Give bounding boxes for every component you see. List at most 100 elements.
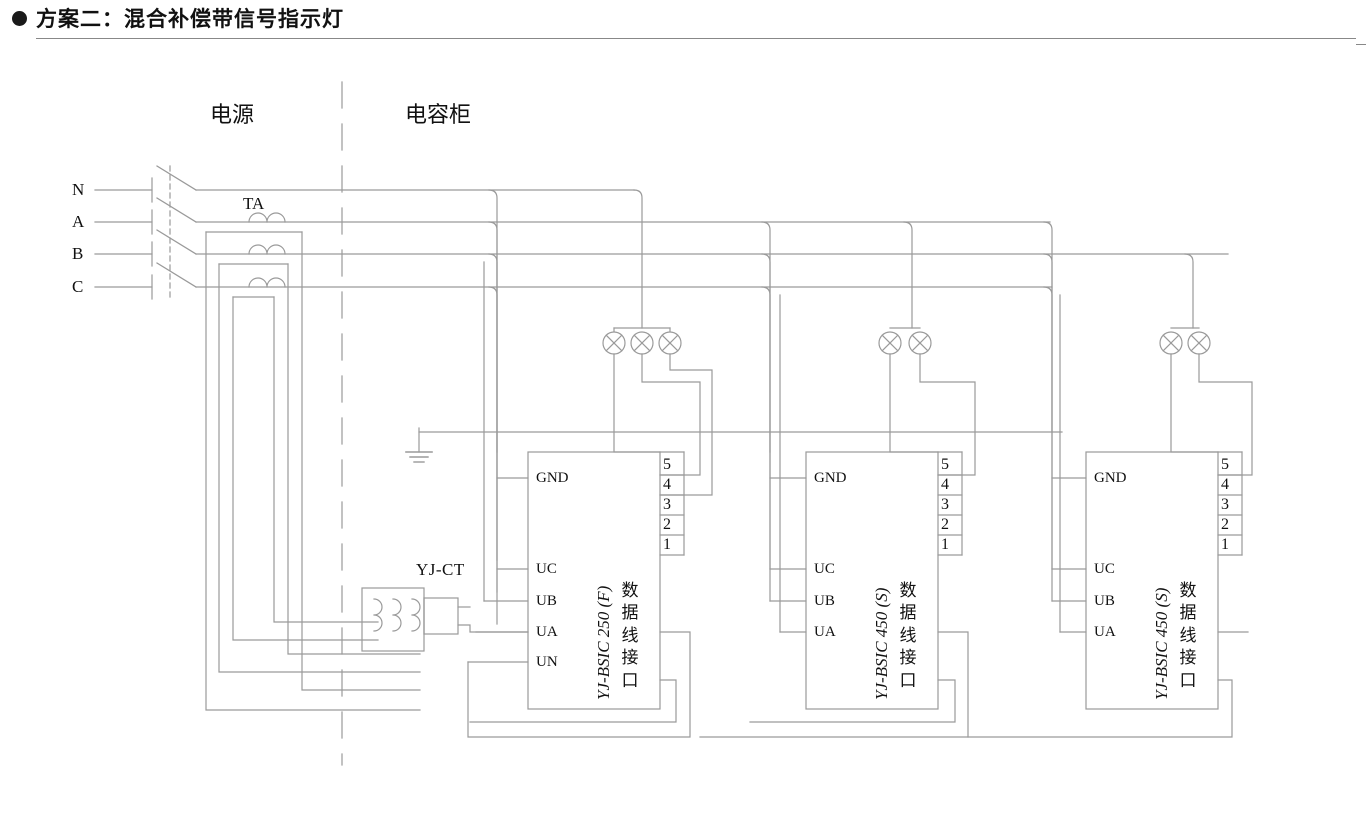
module-3-pin-3: 3 (1221, 496, 1229, 513)
module-2-pin-1: 1 (941, 536, 949, 553)
module-1-pin-2: 2 (663, 516, 671, 533)
module-3-pin-5: 5 (1221, 456, 1229, 473)
lamp2-return-g2 (919, 353, 976, 476)
section-label-power: 电源 (210, 103, 255, 128)
module-2-terminal-uc: UC (814, 561, 835, 577)
module-1-pin-4: 4 (663, 476, 671, 493)
module-1-terminal-uc: UC (536, 561, 557, 577)
module-1-terminal-ub: UB (536, 593, 557, 609)
module-1-terminal-gnd: GND (536, 470, 569, 486)
module-2-pin-4: 4 (941, 476, 949, 493)
module-2-model-name: YJ-BSIC 450 (S) (872, 587, 891, 700)
port-char: 线 (621, 625, 639, 646)
port-char: 据 (621, 603, 639, 624)
header-divider (36, 38, 1356, 39)
yj-ct-terminal-box (423, 597, 459, 635)
tap-a-g2 (761, 221, 771, 453)
port-char: 线 (1179, 625, 1197, 646)
yj-ct-windings (373, 598, 421, 632)
module-2-pin-2: 2 (941, 516, 949, 533)
module-2-terminal-ub: UB (814, 593, 835, 609)
lamp2-return-g1 (641, 353, 701, 476)
module-1-pin-3: 3 (663, 496, 671, 513)
drop-a-group2 (903, 221, 913, 329)
phase-label-n: N (72, 180, 85, 199)
lamp1-return-g1 (613, 353, 661, 453)
phase-label-b: B (72, 244, 84, 263)
section-label-cabinet: 电容柜 (405, 103, 472, 128)
tap-b-g2 (761, 253, 771, 570)
databus-m2-b (749, 679, 956, 723)
port-char: 接 (1179, 648, 1197, 669)
page-title: 方案二：混合补偿带信号指示灯 (36, 7, 344, 31)
port-char: 据 (1179, 603, 1197, 624)
lamp-group-2-symbols (878, 331, 932, 355)
module-1-pin-5: 5 (663, 456, 671, 473)
bullet-icon (12, 11, 27, 26)
databus-m1-c (469, 679, 677, 723)
page-header: 方案二：混合补偿带信号指示灯 (0, 0, 1369, 46)
module-2-terminal-gnd: GND (814, 470, 847, 486)
header-divider-tail (1356, 44, 1366, 45)
module-1-terminal-ua: UA (536, 624, 558, 640)
lamp3-return-g1 (659, 353, 713, 496)
lamp1-return-g2 (889, 353, 939, 453)
ta-coils (248, 212, 286, 288)
phase-label-a: A (72, 212, 85, 231)
port-char: 接 (899, 648, 917, 669)
module-3-pin-4: 4 (1221, 476, 1229, 493)
ta-secondary-loops (205, 231, 421, 711)
port-char: 口 (899, 670, 917, 691)
lamp1-return-g3 (1170, 353, 1219, 453)
databus-m2-a (699, 631, 969, 738)
tap-b-g1 (488, 253, 498, 593)
port-char: 线 (899, 625, 917, 646)
port-char: 接 (621, 648, 639, 669)
module-3-terminal-gnd: GND (1094, 470, 1127, 486)
tap-b-g3 (1043, 253, 1053, 570)
module-2-terminal-ua: UA (814, 624, 836, 640)
databus-m3-b (967, 679, 1233, 738)
tap-c-g3 (1043, 286, 1053, 602)
port-char: 数 (899, 581, 917, 601)
module-3-body (1085, 451, 1219, 710)
module-1-model-name: YJ-BSIC 250 (F) (594, 585, 613, 700)
tap-c-g1 (488, 286, 498, 625)
module-3-terminal-ub: UB (1094, 593, 1115, 609)
module-2-pin-separators (937, 451, 963, 556)
module-3-pin-separators (1217, 451, 1243, 556)
drop-b-group3 (1184, 253, 1194, 329)
module-3-model-name: YJ-BSIC 450 (S) (1152, 587, 1171, 700)
module-1-pin-1: 1 (663, 536, 671, 553)
phase-label-c: C (72, 277, 84, 296)
module-3-terminal-ua: UA (1094, 624, 1116, 640)
four-pole-switch-blades (156, 165, 197, 288)
module-1-body (527, 451, 661, 710)
module-2-pin-3: 3 (941, 496, 949, 513)
module-1-pin-separators (659, 451, 685, 556)
module-3-port-label: 数据线接口 (1178, 580, 1198, 692)
port-char: 口 (621, 670, 639, 691)
ta-label: TA (243, 194, 265, 213)
module-3-pin-2: 2 (1221, 516, 1229, 533)
tap-a-g1 (488, 221, 498, 561)
tap-c-g2 (761, 286, 771, 602)
module-3-pin-1: 1 (1221, 536, 1229, 553)
yj-ct-label: YJ-CT (416, 560, 465, 579)
module-1-port-label: 数据线接口 (620, 580, 640, 692)
yj-ct-body (361, 587, 425, 652)
module-2-port-label: 数据线接口 (898, 580, 918, 692)
databus-m1-a (467, 631, 691, 738)
module-2-pin-5: 5 (941, 456, 949, 473)
yj-ct-out-bottom (457, 624, 529, 633)
port-char: 口 (1179, 670, 1197, 691)
module-1-terminal-un: UN (536, 654, 558, 670)
drop-n-group1 (633, 189, 643, 329)
port-char: 数 (1179, 581, 1197, 601)
module-2-body (805, 451, 939, 710)
port-char: 数 (621, 581, 639, 601)
lamp-group-3-symbols (1159, 331, 1211, 355)
port-char: 据 (899, 603, 917, 624)
tap-a-g3 (1043, 221, 1053, 433)
